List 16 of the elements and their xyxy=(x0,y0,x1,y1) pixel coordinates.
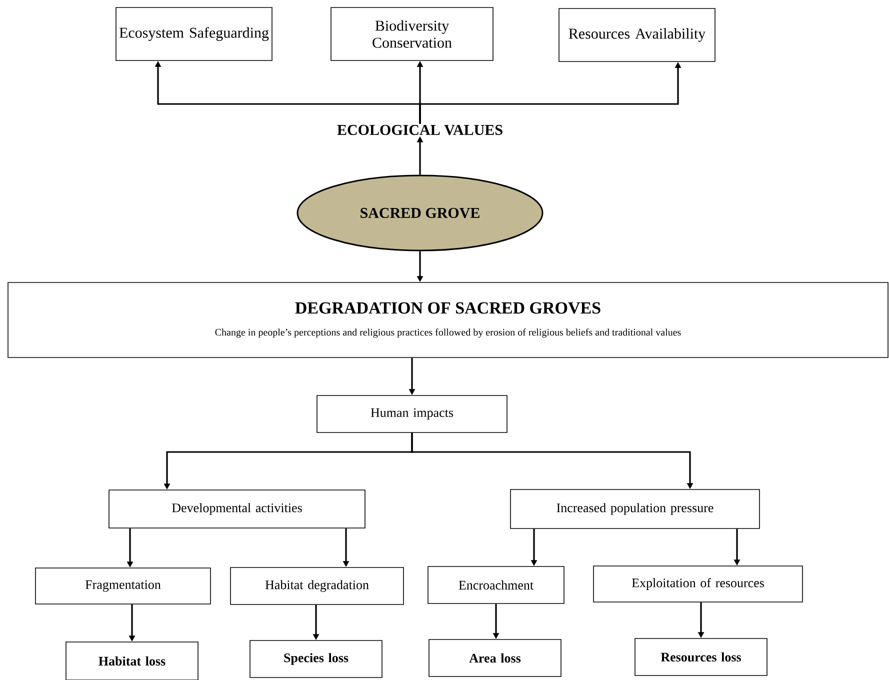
outcome-box: Species loss xyxy=(250,640,382,678)
degradation-box: DEGRADATION OF SACRED GROVES Change in people’s perceptions and religious practices followed by erosion of religious beliefs and traditional values xyxy=(8,282,888,358)
process-box: Encroachment xyxy=(428,566,564,604)
process-box: Fragmentation xyxy=(35,568,211,604)
outcome-box: Area loss xyxy=(428,639,562,677)
cause-box: Increased population pressure xyxy=(510,489,760,529)
cause-box: Developmental activities xyxy=(108,490,366,528)
heading-text: ECOLOGICAL VALUES xyxy=(337,124,502,136)
value-box: Resources Availability xyxy=(558,8,716,62)
value-box: Biodiversity Conservation xyxy=(330,7,494,61)
outcome-box: Habitat loss xyxy=(66,642,198,680)
impact-box: Human impacts xyxy=(316,395,508,433)
process-box: Habitat degradation xyxy=(230,567,404,605)
outcome-box: Resources loss xyxy=(634,638,768,676)
process-box: Exploitation of resources xyxy=(593,566,803,602)
value-box: Ecosystem Safeguarding xyxy=(116,7,272,61)
